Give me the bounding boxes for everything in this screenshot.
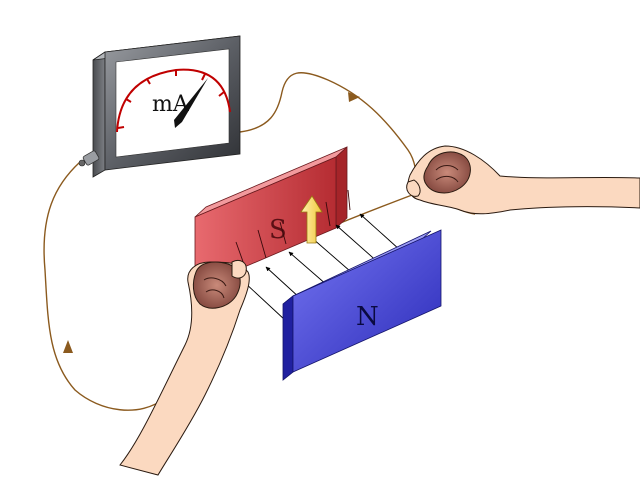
meter-terminal <box>78 150 100 167</box>
magnet-north: N <box>282 229 442 381</box>
field-line <box>359 213 401 251</box>
current-direction-arrow-left <box>63 340 73 353</box>
left-hand-thumb <box>231 259 247 279</box>
field-line <box>335 224 381 265</box>
magnet-south-label: S <box>269 215 287 245</box>
field-line <box>243 281 286 321</box>
force-arrow <box>300 195 323 244</box>
wire-top-loop <box>239 72 417 189</box>
left-hand-fingers <box>192 261 241 309</box>
right-hand-fingers <box>423 151 471 194</box>
right-hand <box>406 145 640 215</box>
meter-face <box>115 48 230 158</box>
magnet-south: S <box>194 146 348 289</box>
magnet-north-front <box>292 229 442 373</box>
left-hand <box>119 259 250 476</box>
magnet-north-label: N <box>356 302 379 332</box>
right-hand-thumb <box>406 179 421 197</box>
magnet-south-side <box>335 146 348 229</box>
meter-needle <box>174 78 208 128</box>
wire-left-loop <box>43 161 166 411</box>
magnet-north-side <box>282 295 294 381</box>
meter-scale-ticks <box>117 70 225 129</box>
milliammeter: mA <box>78 35 241 178</box>
current-direction-arrow-top <box>348 92 360 102</box>
